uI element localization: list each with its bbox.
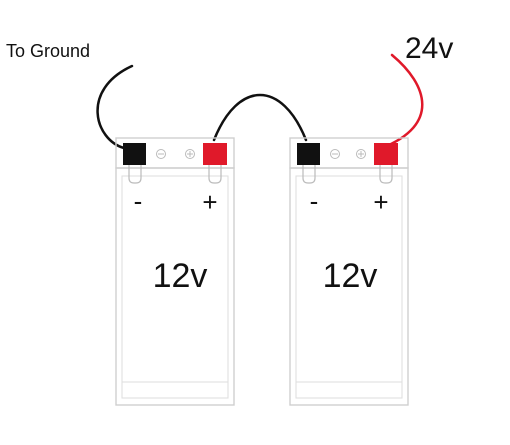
battery-case-inner xyxy=(121,175,229,399)
battery-voltage-label: 12v xyxy=(153,257,208,295)
minus-circle-icon xyxy=(156,149,166,159)
battery-case xyxy=(289,167,409,406)
output-voltage-label: 24v xyxy=(405,32,453,65)
battery-2: - + 12v xyxy=(289,137,409,406)
battery-case xyxy=(115,167,235,406)
ground-wire xyxy=(96,64,134,150)
positive-tab xyxy=(379,165,393,184)
plus-circle-icon xyxy=(356,149,366,159)
minus-circle-icon xyxy=(330,149,340,159)
plus-circle-icon xyxy=(185,149,195,159)
series-connection-wire xyxy=(212,93,308,142)
positive-terminal xyxy=(203,143,227,165)
output-wire xyxy=(380,53,424,150)
positive-sign: + xyxy=(202,187,217,217)
positive-tab xyxy=(208,165,222,184)
negative-tab xyxy=(302,165,316,184)
negative-sign: - xyxy=(310,186,319,216)
battery-1: - + 12v xyxy=(115,137,235,406)
negative-tab xyxy=(128,165,142,184)
positive-terminal xyxy=(374,143,398,165)
positive-sign: + xyxy=(373,187,388,217)
battery-case-inner xyxy=(295,175,403,399)
ground-label: To Ground xyxy=(6,41,90,61)
negative-terminal xyxy=(123,143,146,165)
battery-voltage-label: 12v xyxy=(323,257,378,295)
negative-terminal xyxy=(297,143,320,165)
negative-sign: - xyxy=(134,186,143,216)
